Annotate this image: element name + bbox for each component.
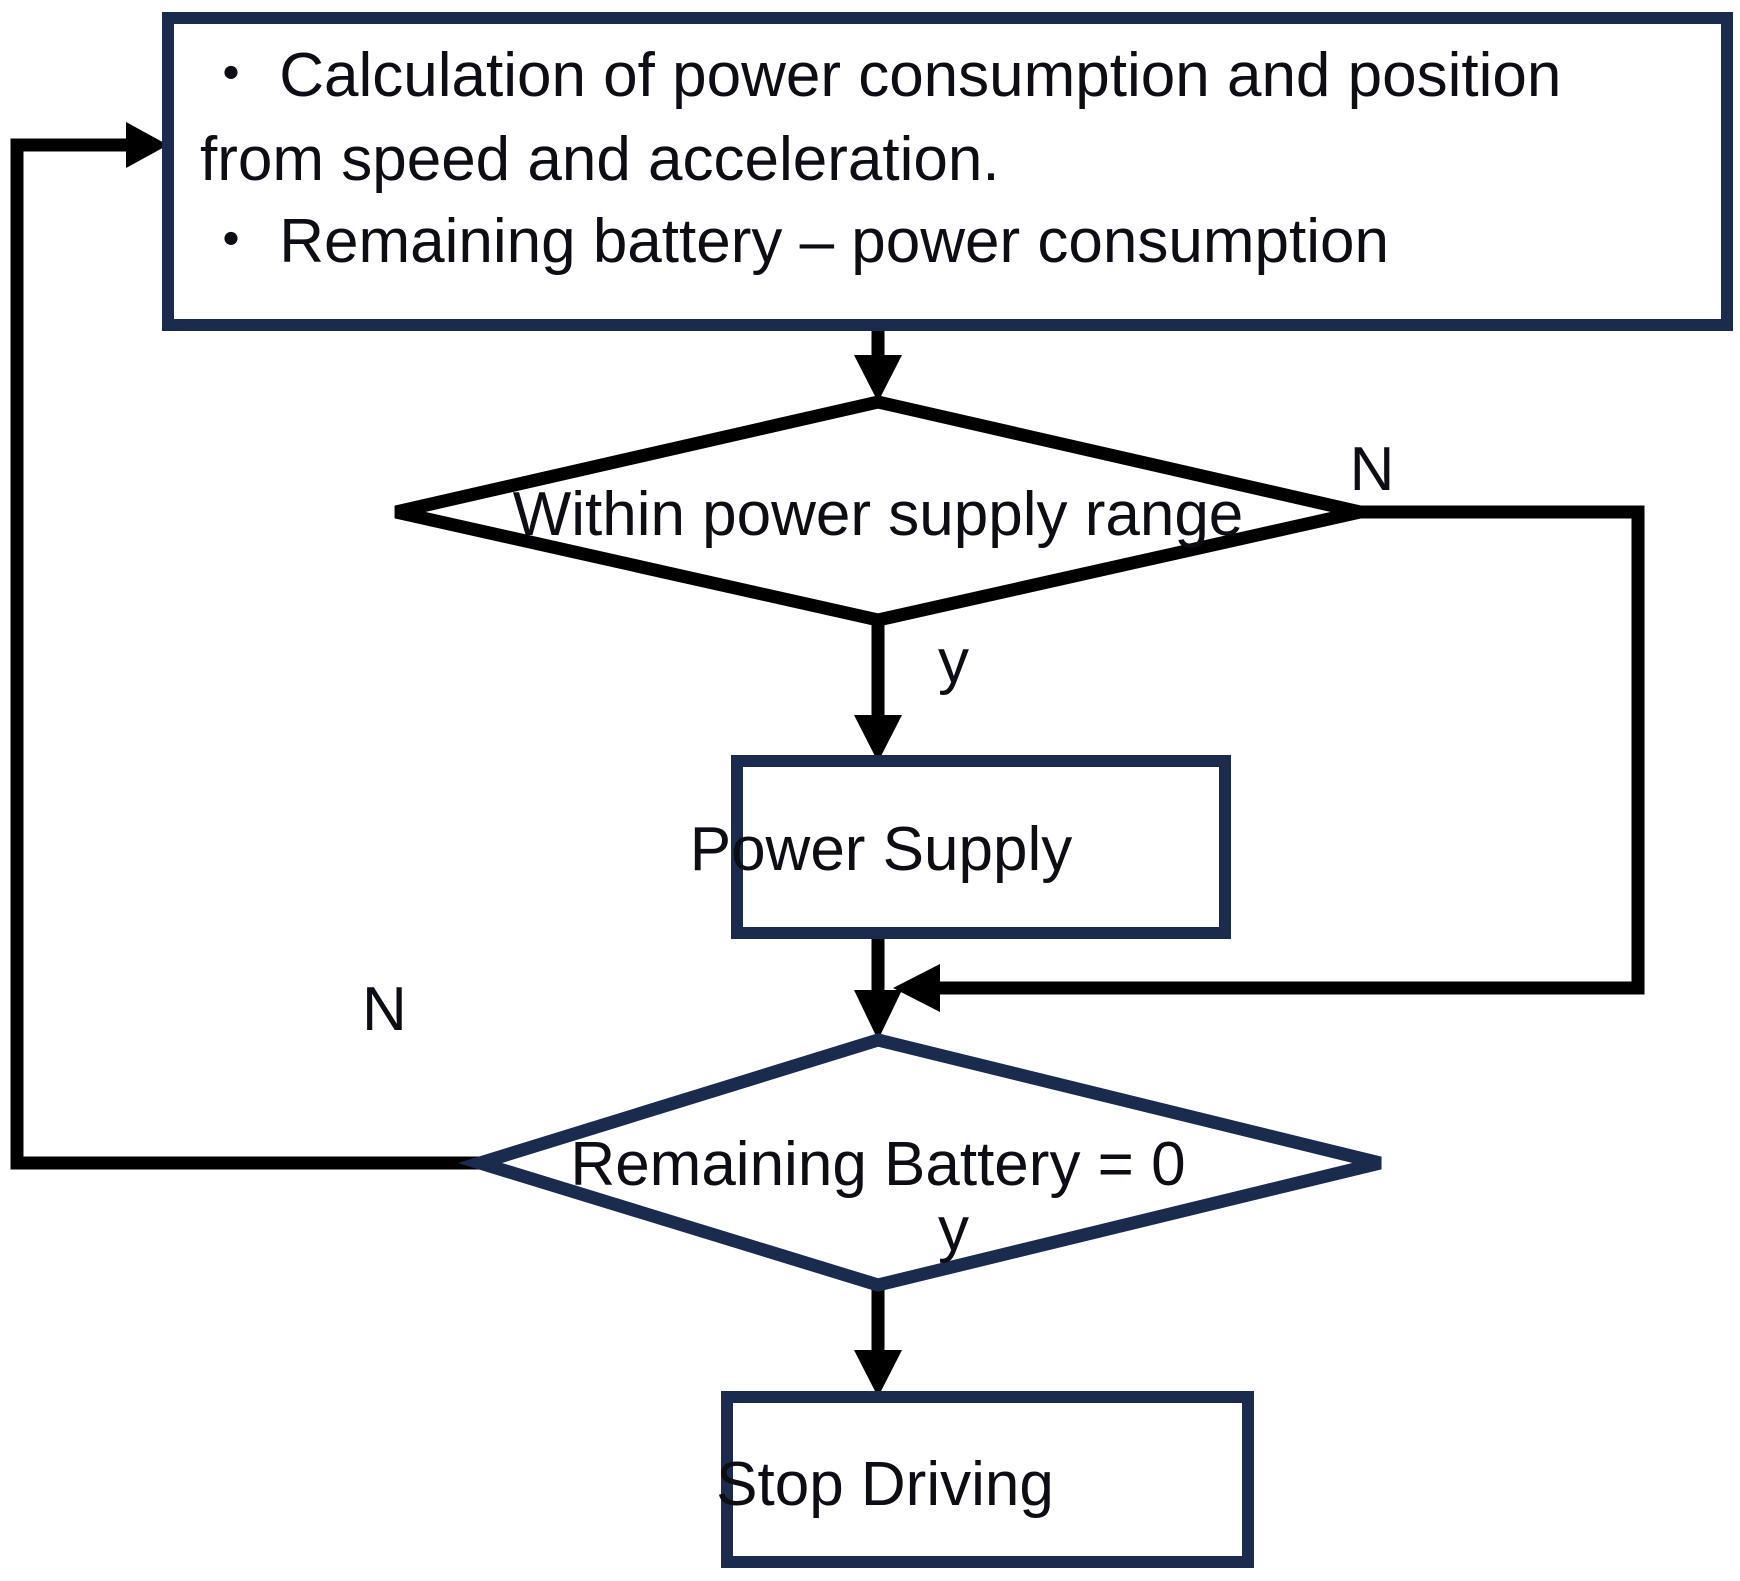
decision-battery-zero-label: Remaining Battery = 0: [570, 1130, 1185, 1199]
branch-label-power-range-yes: y: [938, 627, 969, 696]
calculation-line-1: ・ Calculation of power consumption and p…: [200, 41, 1561, 110]
branch-label-battery-zero-yes: y: [938, 1195, 969, 1264]
calculation-line-3: ・ Remaining battery – power consumption: [200, 207, 1389, 276]
node-decision-power-range[interactable]: Within power supply range: [394, 395, 1362, 627]
edge-battery-zero-no-loop-back: [10, 122, 480, 1170]
decision-power-range-label: Within power supply range: [513, 480, 1244, 549]
node-process-calculation[interactable]: ・ Calculation of power consumption and p…: [162, 12, 1733, 331]
node-decision-battery-zero[interactable]: Remaining Battery = 0: [457, 1033, 1382, 1292]
edge-power-supply-to-battery-check: [854, 933, 902, 1040]
edge-battery-zero-yes-to-stop: [854, 1285, 902, 1397]
node-terminal-stop-driving[interactable]: Stop Driving: [716, 1391, 1254, 1568]
branch-label-power-range-no: N: [1350, 435, 1395, 504]
edge-calculation-to-power-range: [854, 326, 902, 402]
edge-power-range-yes-to-power-supply: [854, 620, 902, 762]
branch-label-battery-zero-no: N: [362, 975, 407, 1044]
edge-power-range-no-bypass: [893, 505, 1645, 1012]
power-supply-label: Power Supply: [690, 815, 1073, 884]
calculation-line-2: from speed and acceleration.: [200, 125, 1000, 194]
stop-driving-label: Stop Driving: [716, 1450, 1054, 1519]
node-process-power-supply[interactable]: Power Supply: [690, 755, 1231, 939]
